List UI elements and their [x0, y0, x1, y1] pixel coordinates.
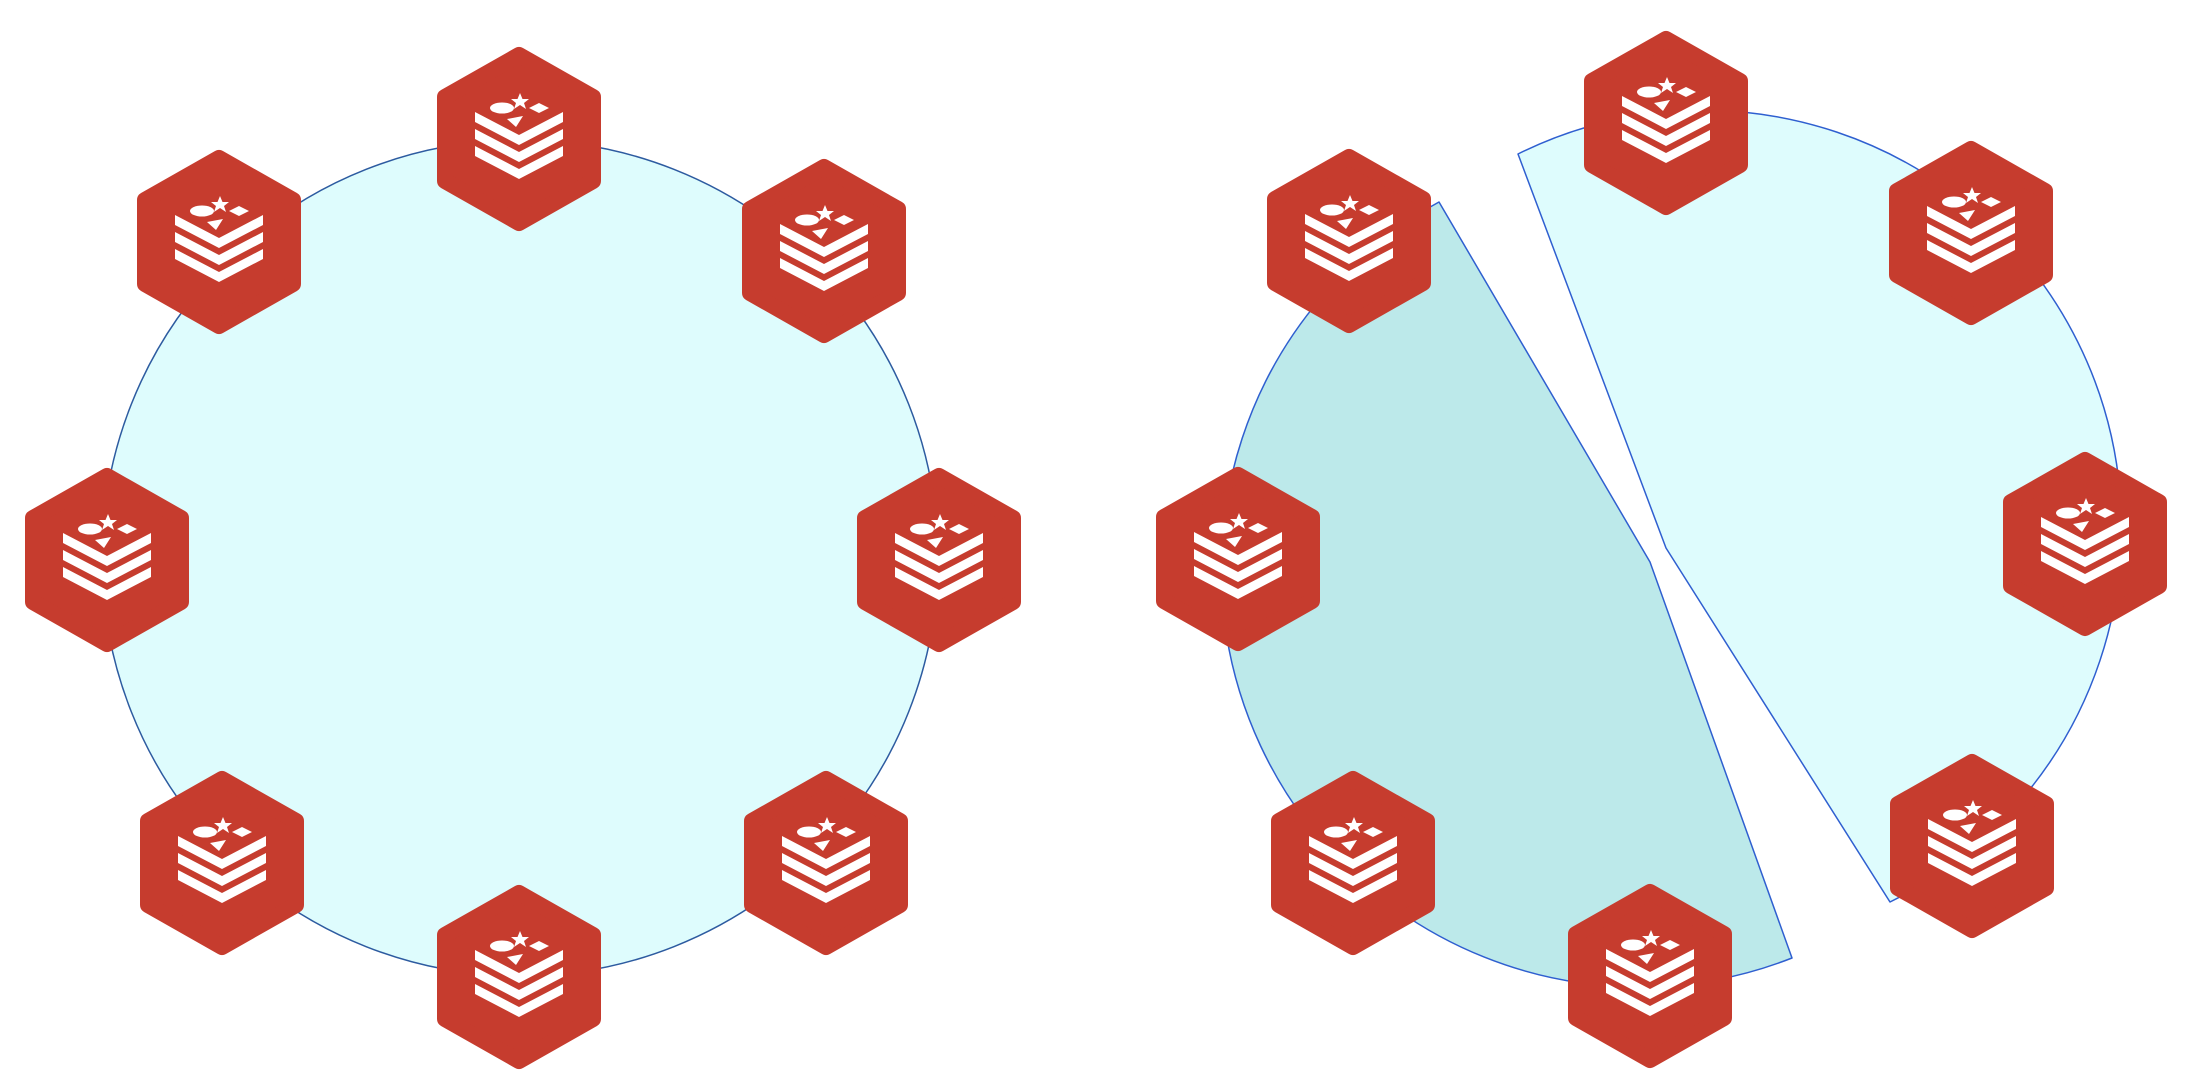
- redis-node-icon[interactable]: [1898, 762, 2046, 930]
- redis-node-icon[interactable]: [1592, 39, 1740, 207]
- redis-node-icon[interactable]: [750, 167, 898, 335]
- redis-node-icon[interactable]: [445, 893, 593, 1061]
- redis-node-icon[interactable]: [1275, 157, 1423, 325]
- redis-node-icon[interactable]: [1576, 892, 1724, 1060]
- redis-node-icon[interactable]: [148, 779, 296, 947]
- redis-node-icon[interactable]: [1897, 149, 2045, 317]
- left-ring: [33, 55, 1013, 1061]
- redis-node-icon[interactable]: [445, 55, 593, 223]
- redis-node-icon[interactable]: [1279, 779, 1427, 947]
- redis-node-icon[interactable]: [865, 476, 1013, 644]
- redis-node-icon[interactable]: [145, 158, 293, 326]
- redis-node-icon[interactable]: [33, 476, 181, 644]
- redis-node-icon[interactable]: [2011, 460, 2159, 628]
- right-ring: [1164, 39, 2159, 1060]
- redis-node-icon[interactable]: [1164, 475, 1312, 643]
- redis-node-icon[interactable]: [752, 779, 900, 947]
